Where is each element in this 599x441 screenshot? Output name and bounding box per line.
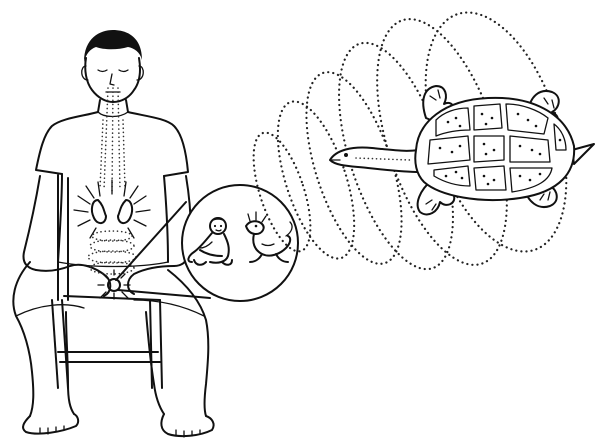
closed-eye-left xyxy=(98,70,107,72)
kidney-left xyxy=(92,200,106,223)
left-leg xyxy=(13,262,33,416)
glowing-kidneys xyxy=(74,180,150,238)
turtle xyxy=(330,86,594,214)
closed-eye-right xyxy=(119,70,128,72)
magnified-circle xyxy=(182,185,298,301)
right-leg xyxy=(168,270,208,416)
left-foot xyxy=(23,414,78,434)
left-arm xyxy=(24,176,41,270)
right-foot xyxy=(161,414,213,436)
head xyxy=(85,58,140,102)
kidney-right xyxy=(118,200,132,223)
breath-column xyxy=(100,88,125,192)
hair xyxy=(84,30,142,62)
chair xyxy=(52,175,162,388)
hands xyxy=(36,265,174,296)
